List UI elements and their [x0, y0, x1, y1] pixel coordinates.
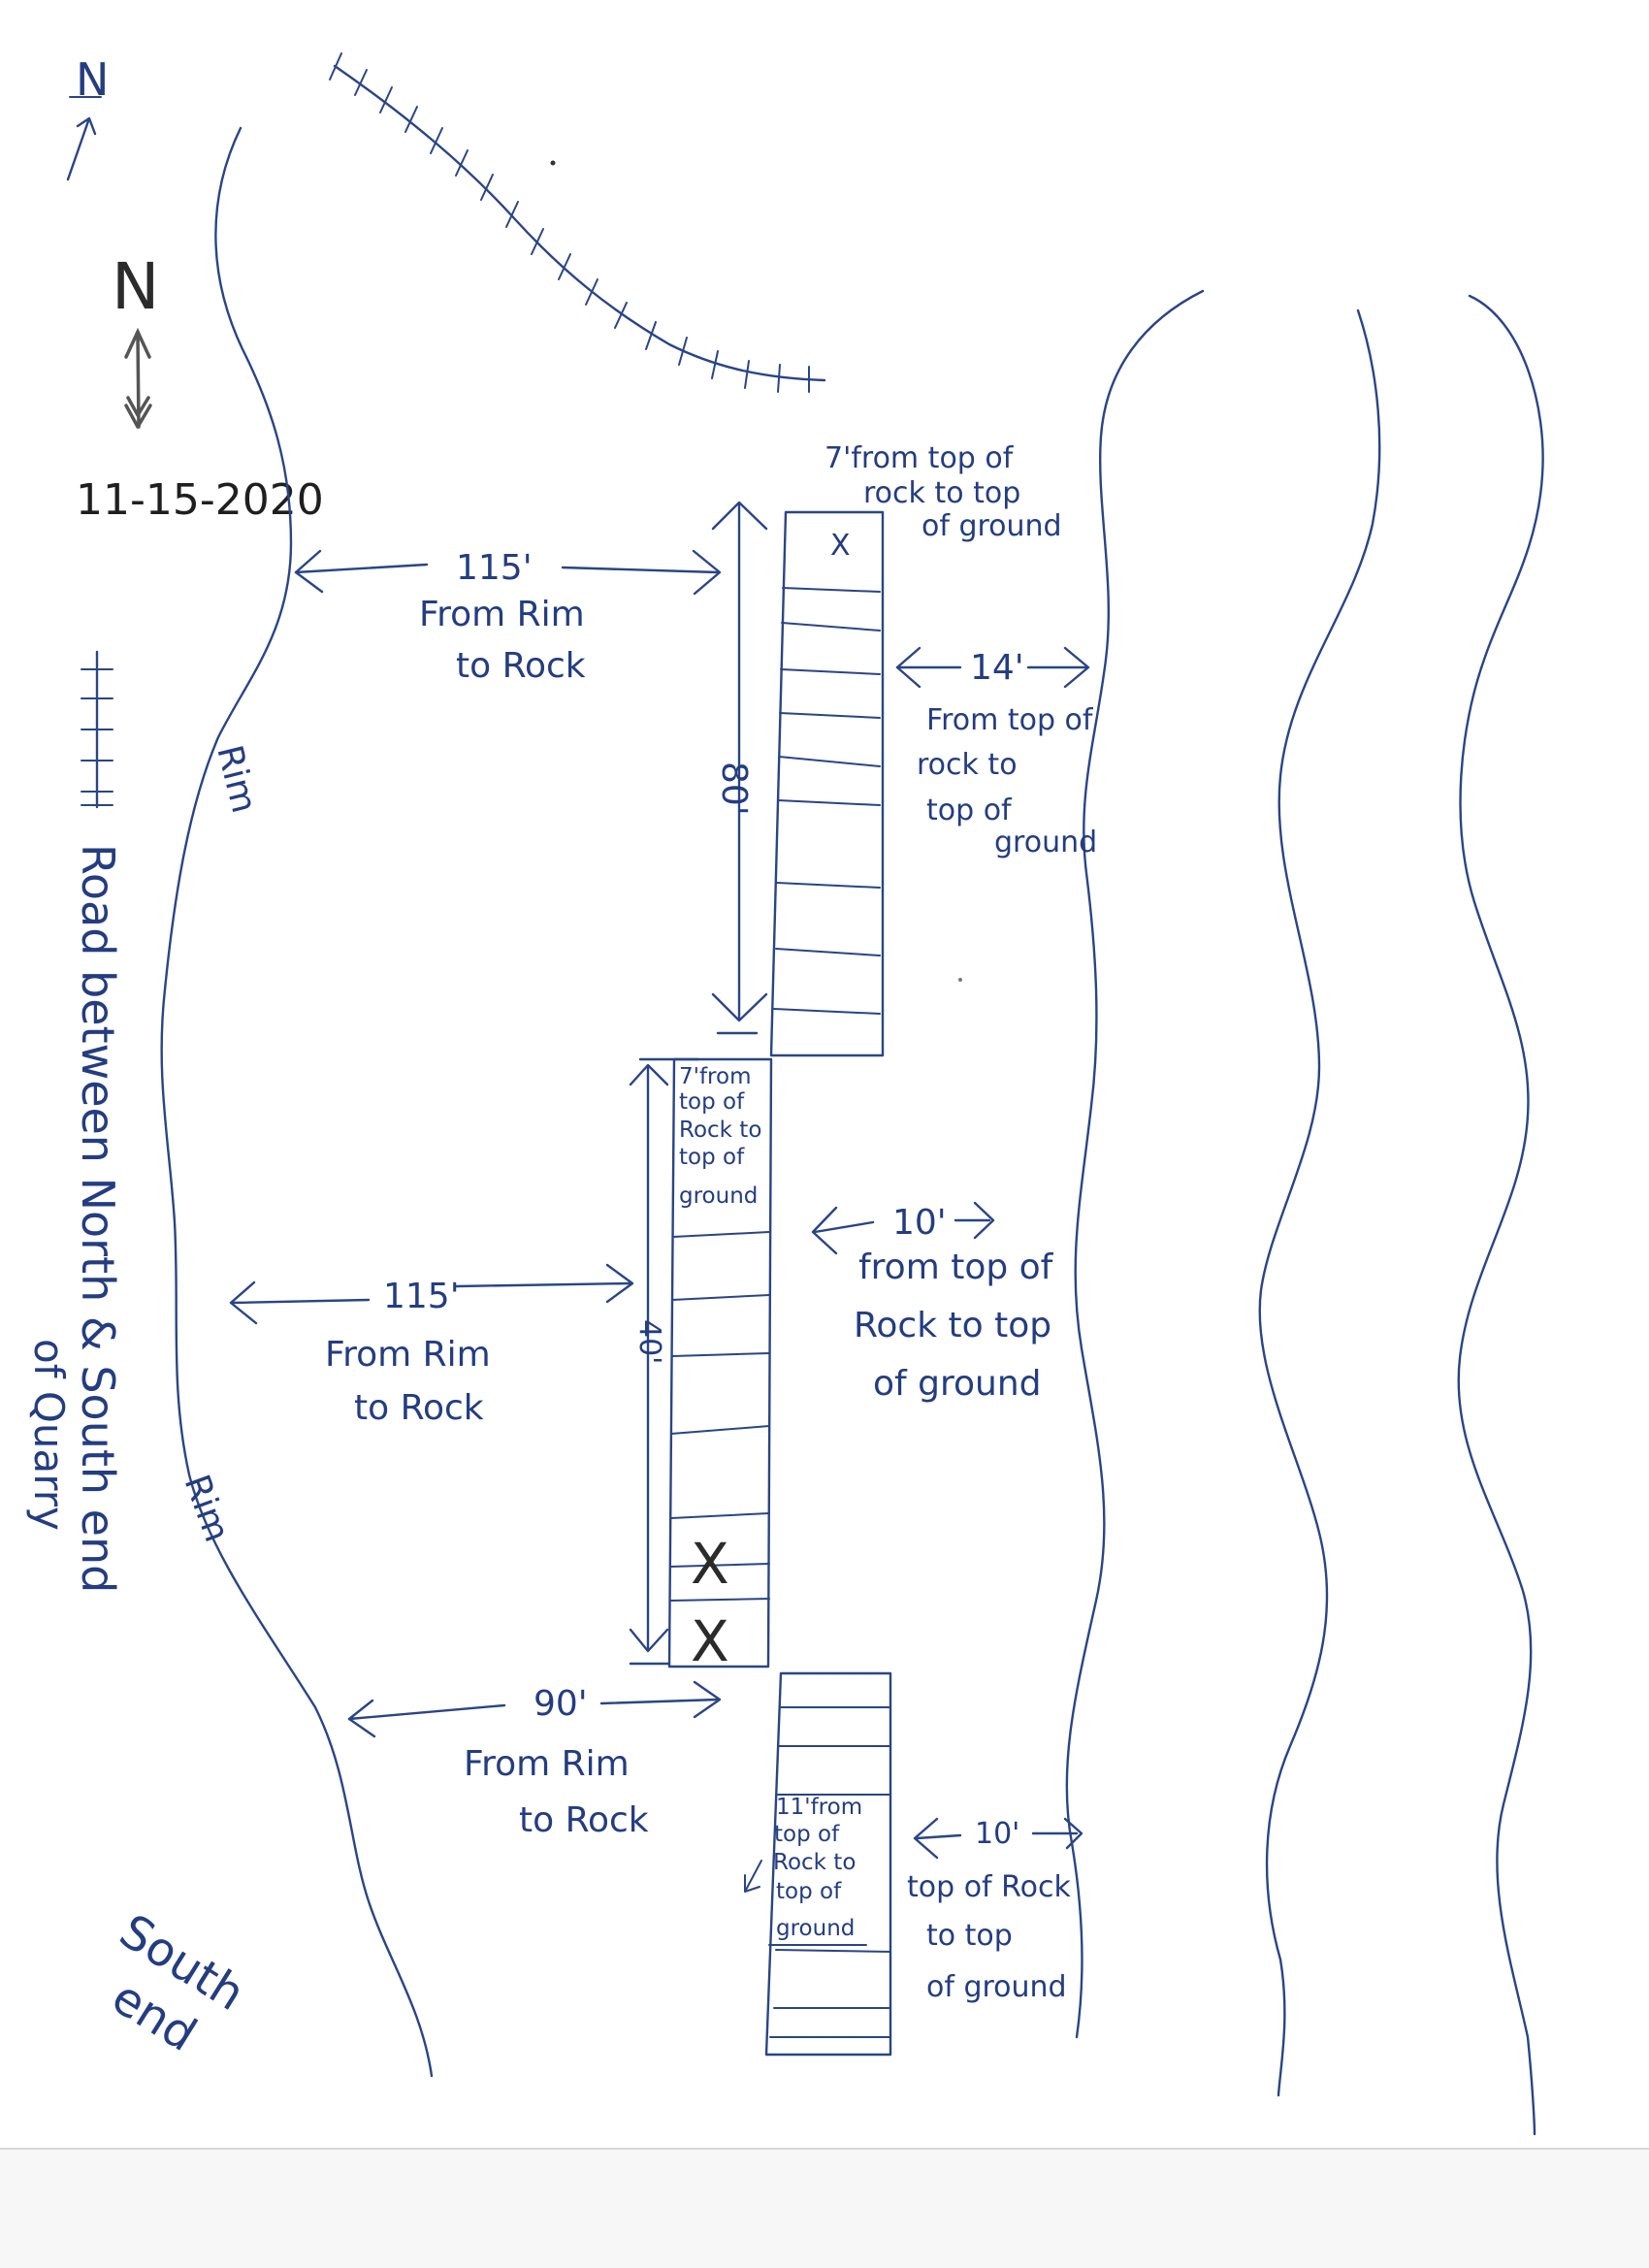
rock-block-3: 11'from top of Rock to top of ground	[744, 1671, 892, 2057]
svg-text:of ground: of ground	[926, 1970, 1067, 2004]
block1-rim-distance-value: 115'	[456, 548, 533, 588]
block3-side-depth-value: 10'	[975, 1817, 1019, 1851]
svg-text:From Rim: From Rim	[464, 1744, 630, 1784]
svg-text:From Rim: From Rim	[419, 595, 585, 634]
block2-rim-distance-value: 115'	[383, 1277, 460, 1316]
svg-text:7'from: 7'from	[679, 1064, 751, 1089]
svg-text:11'from: 11'from	[776, 1795, 862, 1820]
svg-text:top of: top of	[776, 1879, 842, 1904]
svg-text:From Rim: From Rim	[325, 1335, 491, 1375]
north-label-pencil: N	[112, 249, 159, 324]
block1-side-depth-value: 14'	[970, 648, 1024, 688]
road-label-quarry: of Quarry	[25, 1339, 73, 1531]
block1-side-depth: 14' From top of rock to top of ground	[895, 646, 1097, 859]
wavy-lines	[1065, 289, 1544, 2136]
rim-line	[160, 126, 434, 2078]
svg-text:top of: top of	[679, 1089, 745, 1115]
north-arrow-pencil: N	[112, 249, 159, 429]
svg-text:ground: ground	[776, 1916, 855, 1941]
svg-text:of ground: of ground	[873, 1364, 1042, 1404]
svg-text:ground: ground	[994, 826, 1097, 859]
scan-bottom-margin	[0, 2149, 1649, 2268]
svg-text:7'from top of: 7'from top of	[824, 441, 1015, 475]
block2-rim-distance: 115' From Rim to Rock	[229, 1263, 634, 1428]
block1-top-depth-note: 7'from top of rock to top of ground	[824, 441, 1062, 543]
north-arrow-ink: N	[66, 53, 109, 181]
block2-x-marker-1: X	[691, 1531, 729, 1597]
block3-rim-distance-value: 90'	[534, 1684, 588, 1724]
rock-block-2: 7'from top of Rock to top of ground X X	[667, 1057, 773, 1674]
svg-text:from top of: from top of	[858, 1247, 1054, 1287]
block1-rim-distance: 115' From Rim to Rock	[294, 548, 722, 686]
svg-text:Rock to top: Rock to top	[854, 1306, 1051, 1345]
svg-text:ground: ground	[679, 1183, 758, 1209]
svg-text:rock to: rock to	[917, 748, 1018, 782]
svg-text:From top of: From top of	[926, 703, 1094, 737]
block3-side-depth: 10' top of Rock to top of ground	[907, 1817, 1083, 2004]
svg-text:top of: top of	[774, 1822, 840, 1847]
block2-length-dimension: 40'	[629, 1057, 700, 1666]
svg-text:to top: to top	[926, 1919, 1013, 1953]
svg-text:of ground: of ground	[922, 509, 1062, 543]
block1-length-label: 80'	[714, 761, 754, 816]
svg-text:top of: top of	[926, 794, 1013, 827]
block3-rim-distance: 90' From Rim to Rock	[347, 1680, 722, 1840]
block1-length-dimension: 80'	[711, 501, 768, 1035]
svg-text:to Rock: to Rock	[354, 1388, 484, 1428]
svg-text:Rock to: Rock to	[679, 1118, 761, 1143]
svg-text:to Rock: to Rock	[519, 1800, 649, 1840]
block2-side-depth-value: 10'	[892, 1203, 947, 1243]
road-legend: Road between North & South end of Quarry	[25, 650, 124, 1593]
date-label: 11-15-2020	[76, 475, 324, 525]
railroad-track	[329, 52, 826, 393]
svg-text:Rock to: Rock to	[773, 1850, 856, 1875]
block1-x-marker: X	[830, 529, 851, 563]
block2-length-label: 40'	[632, 1319, 666, 1364]
block2-side-depth: 10' from top of Rock to top of ground	[811, 1201, 1054, 1404]
rock-block-1: X	[769, 510, 885, 1057]
svg-text:top of Rock: top of Rock	[907, 1870, 1071, 1904]
block2-x-marker-2: X	[691, 1608, 729, 1674]
svg-text:rock to top: rock to top	[863, 476, 1020, 510]
svg-text:to Rock: to Rock	[456, 646, 586, 686]
svg-text:top of: top of	[679, 1145, 745, 1170]
road-label: Road between North & South end	[72, 844, 124, 1593]
